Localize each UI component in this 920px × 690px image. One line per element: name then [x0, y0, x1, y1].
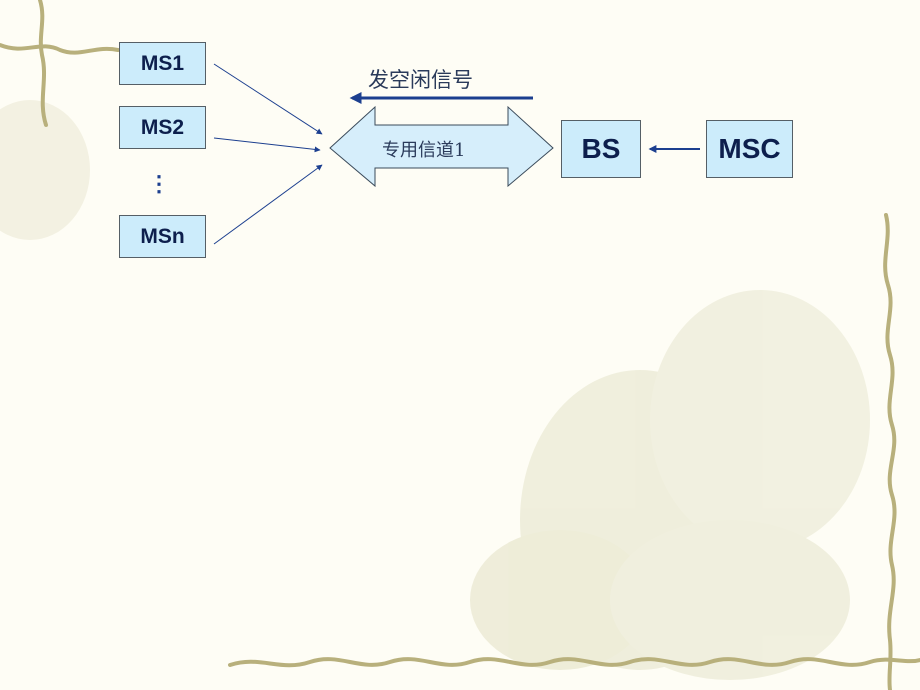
node-ms1: MS1 [119, 42, 206, 85]
node-ms2: MS2 [119, 106, 206, 149]
idle-signal-label: 发空闲信号 [368, 68, 473, 92]
channel-double-arrow [329, 105, 554, 188]
node-msn: MSn [119, 215, 206, 258]
node-bs: BS [561, 120, 641, 178]
arrow-msn-to-channel [213, 164, 323, 245]
ellipsis-dots: ⋮ [148, 171, 170, 196]
arrow-ms2-to-channel [213, 137, 321, 153]
arrow-ms1-to-channel [213, 63, 323, 135]
node-msc: MSC [706, 120, 793, 178]
channel-label: 专用信道1 [382, 140, 466, 161]
flower-watermark [0, 100, 870, 680]
